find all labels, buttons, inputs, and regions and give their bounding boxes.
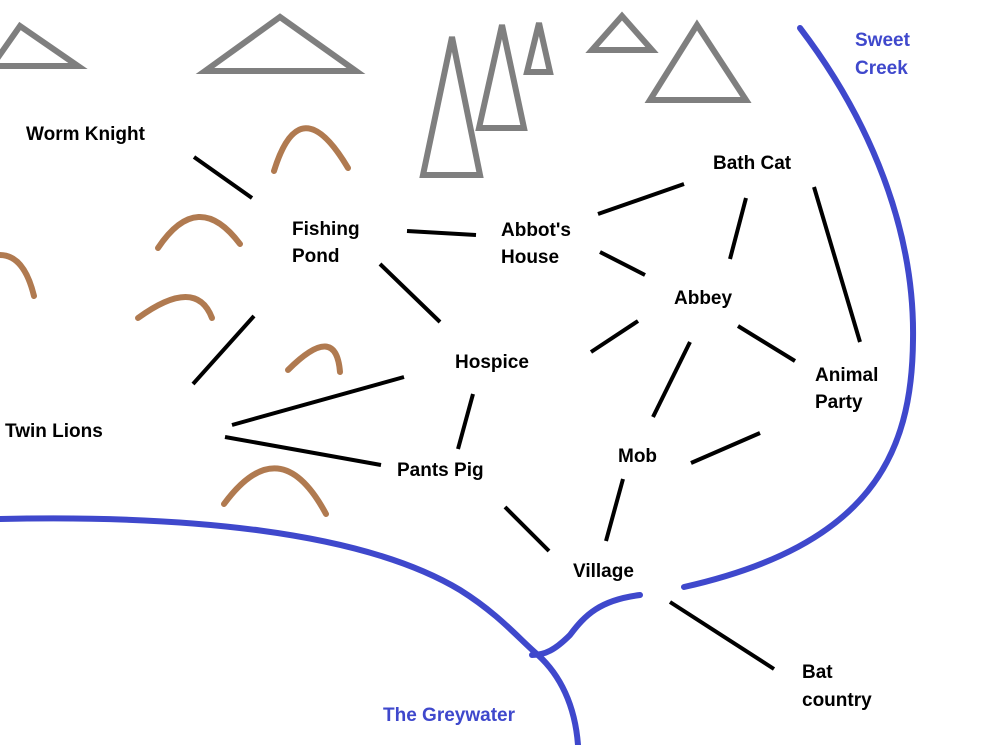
roads: [191, 155, 862, 671]
greywater-river: [0, 515, 541, 658]
greywater-outflow: [535, 652, 581, 745]
road: [812, 186, 862, 343]
road: [224, 435, 382, 467]
road: [406, 229, 477, 237]
mountain: [195, 13, 366, 74]
mountain-range: [0, 11, 752, 178]
hills: [0, 125, 351, 517]
rivers: [0, 25, 917, 745]
place-label-twin-lions: Twin Lions: [5, 421, 103, 442]
mountain: [419, 36, 484, 178]
place-label-bat-country: Bat country: [802, 662, 872, 711]
hill: [155, 214, 243, 251]
road: [191, 314, 256, 386]
greywater-tributary: [529, 592, 643, 658]
water-labels: Sweet Creek The Greywater: [383, 30, 915, 726]
place-label-worm-knight: Worm Knight: [26, 124, 146, 145]
mountain: [475, 24, 528, 131]
place-label-pants-pig: Pants Pig: [397, 460, 484, 481]
road: [192, 155, 254, 200]
place-label-animal-party: Animal Party: [815, 365, 884, 413]
place-label-bath-cat: Bath Cat: [713, 153, 792, 174]
road: [231, 375, 405, 427]
place-label-fishing-pond: Fishing Pond: [292, 219, 365, 267]
place-label-village: Village: [573, 561, 634, 582]
place-labels: Worm Knight Fishing Pond Abbot's House B…: [5, 124, 884, 711]
hill: [135, 294, 215, 321]
mountain: [523, 22, 554, 75]
place-label-abbots-house: Abbot's House: [501, 220, 576, 268]
mountain: [0, 21, 88, 69]
place-label-abbey: Abbey: [674, 288, 733, 309]
road: [651, 341, 692, 418]
road: [589, 319, 640, 354]
hill: [271, 125, 351, 174]
road: [604, 478, 625, 542]
hill: [285, 343, 343, 375]
place-label-hospice: Hospice: [455, 352, 529, 373]
road: [690, 431, 761, 465]
hill: [0, 252, 37, 299]
road: [597, 182, 685, 216]
road: [668, 600, 776, 671]
road: [456, 393, 475, 450]
place-label-mob: Mob: [618, 446, 657, 467]
sweet-creek-river: [681, 25, 917, 590]
road: [503, 505, 551, 553]
road: [599, 250, 646, 277]
road: [378, 262, 442, 324]
road: [728, 197, 748, 260]
water-label-sweet-creek: Sweet Creek: [855, 30, 915, 79]
water-label-the-greywater: The Greywater: [383, 705, 516, 726]
hill: [221, 465, 329, 517]
mountain: [644, 19, 752, 103]
mountain: [585, 11, 659, 53]
road: [736, 324, 797, 363]
